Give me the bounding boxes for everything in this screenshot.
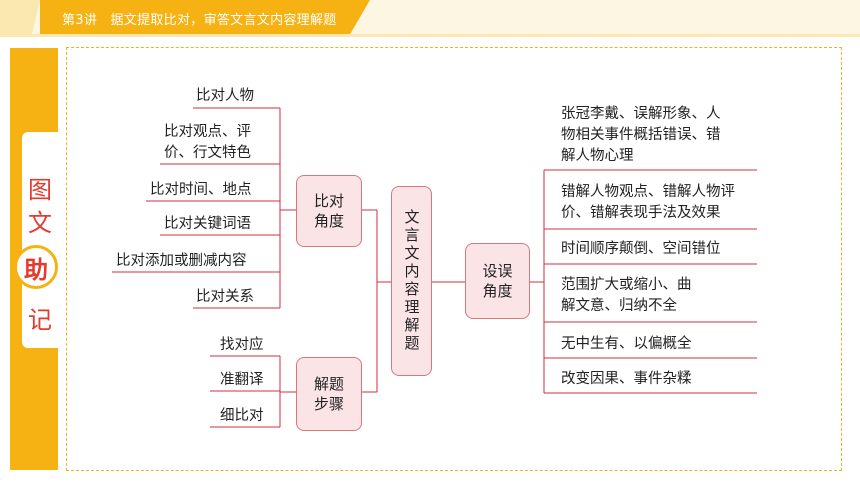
trap-item-5: 无中生有、以偏概全: [561, 336, 692, 352]
side-char-1: 图: [28, 176, 52, 204]
compare-item-5: 比对添加或删减内容: [116, 253, 247, 269]
compare-item-6: 比对关系: [196, 289, 254, 305]
trap-item-4: 范围扩大或缩小、曲 解文意、归纳不全: [561, 277, 692, 314]
center-topic-node: 文言文内容理解题: [391, 186, 432, 376]
header-corner-decoration: [0, 0, 40, 34]
header-divider: [0, 34, 860, 37]
lesson-title: 第3讲 据文提取比对，审答文言文内容理解题: [62, 13, 337, 28]
compare-item-4: 比对关键词语: [164, 216, 251, 232]
step-item-3: 细比对: [220, 408, 264, 424]
content-frame: [66, 47, 842, 471]
compare-angle-node: 比对角度: [296, 175, 362, 247]
trap-angle-node: 设误角度: [465, 243, 530, 319]
side-label-panel: [22, 132, 58, 348]
compare-item-3: 比对时间、地点: [150, 182, 252, 198]
compare-item-2: 比对观点、评 价、行文特色: [164, 124, 251, 161]
solving-steps-node: 解题步骤: [296, 357, 362, 431]
header-title-tab: [40, 0, 370, 34]
trap-item-3: 时间顺序颠倒、空间错位: [561, 241, 721, 257]
trap-item-2: 错解人物观点、错解人物评 价、错解表现手法及效果: [561, 184, 735, 221]
trap-item-1: 张冠李戴、误解形象、人 物相关事件概括错误、错 解人物心理: [561, 106, 721, 164]
trap-item-6: 改变因果、事件杂糅: [561, 371, 692, 387]
side-char-2: 文: [28, 209, 52, 237]
compare-item-1: 比对人物: [196, 88, 254, 104]
step-item-2: 准翻译: [220, 372, 264, 388]
side-char-4: 记: [28, 306, 52, 334]
step-item-1: 找对应: [220, 337, 264, 353]
side-char-3-badge: 助: [14, 245, 58, 289]
